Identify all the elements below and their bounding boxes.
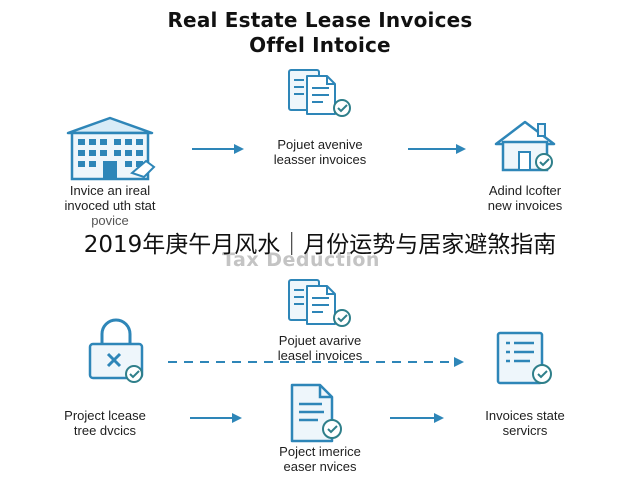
lock-check-icon — [88, 318, 144, 383]
document-check-icon — [288, 69, 351, 117]
building-icon — [66, 116, 156, 181]
diagram-title: Real Estate Lease Invoices — [167, 8, 473, 32]
arrow-right-icon — [390, 413, 444, 423]
diagram-subtitle: Offel Intoice — [249, 33, 391, 57]
section-heading: Tax Deduction — [222, 249, 380, 271]
overlay-caption: 2019年庚午月风水｜月份运势与居家避煞指南 — [83, 232, 557, 258]
dashed-arrow-icon — [168, 357, 464, 367]
house-check-icon — [494, 120, 556, 172]
arrow-right-icon — [192, 144, 244, 154]
building-label: Invice an ireal invoced uth stat povice — [64, 183, 156, 228]
arrow-right-icon — [408, 144, 466, 154]
arrow-right-icon — [190, 413, 242, 423]
document-label-middle: Pojuet avarive leasel invoices — [277, 333, 363, 363]
clipboard-check-icon — [496, 331, 552, 385]
document-check-icon — [288, 279, 351, 327]
document-page-icon — [290, 383, 342, 443]
house-label: Adind lcofter new invoices — [487, 183, 563, 213]
document-page-label: Poject imerice easer nvices — [279, 444, 361, 474]
clipboard-label: Invoices state servicrs — [485, 408, 565, 438]
lock-label: Project lcease tree dvcics — [64, 408, 146, 438]
document-label-top: Pojuet avenive leasser invoices — [273, 137, 367, 167]
